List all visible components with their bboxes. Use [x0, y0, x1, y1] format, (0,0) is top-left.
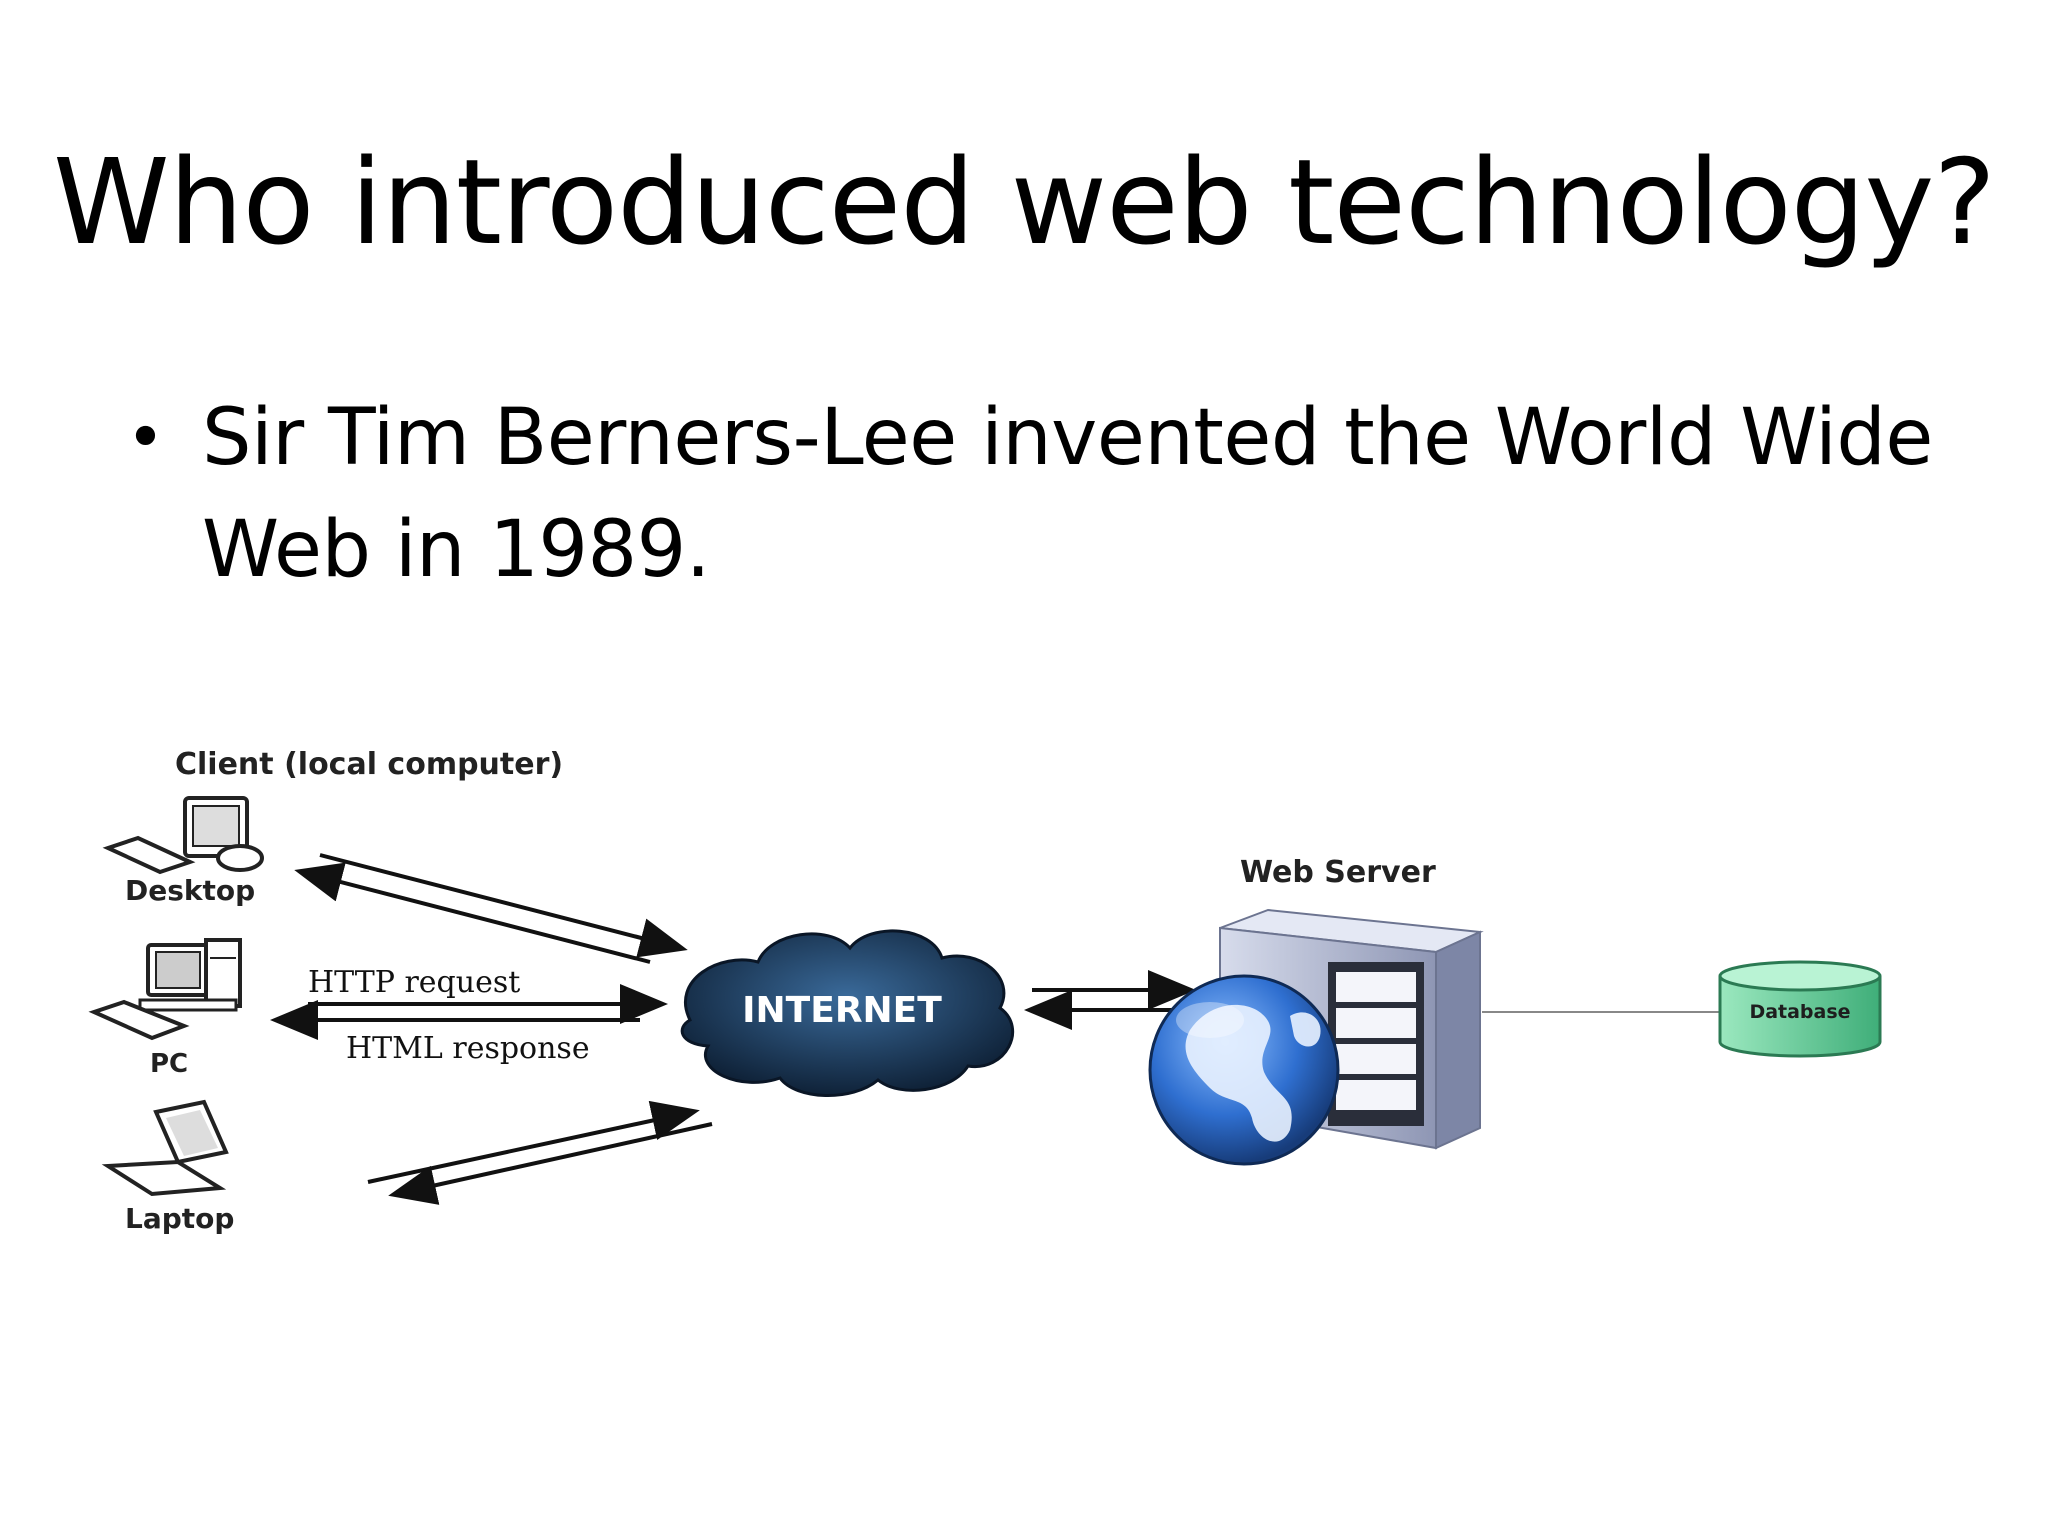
bullet-item: • Sir Tim Berners-Lee invented the World… — [120, 382, 1940, 606]
client-label: Client (local computer) — [175, 747, 563, 782]
cloud-icon — [680, 929, 1015, 1097]
bullet-text: Sir Tim Berners-Lee invented the World W… — [202, 393, 1933, 595]
http-request-label: HTTP request — [308, 965, 520, 1000]
pc-icon — [88, 938, 242, 1041]
bullet-list: • Sir Tim Berners-Lee invented the World… — [120, 382, 1940, 606]
pc-label: PC — [150, 1049, 188, 1079]
laptop-label: Laptop — [125, 1202, 234, 1235]
slide-title: Who introduced web technology? — [52, 133, 1996, 271]
html-response-label: HTML response — [346, 1031, 590, 1066]
web-architecture-diagram: Client (local computer) Desktop PC — [80, 700, 1940, 1260]
desktop-icon — [102, 796, 264, 875]
desktop-arrows — [294, 853, 688, 964]
globe-icon — [1148, 974, 1340, 1166]
desktop-label: Desktop — [125, 874, 255, 907]
laptop-arrows — [367, 1100, 713, 1205]
bullet-dot-icon: • — [126, 399, 165, 476]
database-icon — [1718, 960, 1882, 1058]
internet-label: INTERNET — [742, 990, 942, 1031]
laptop-icon — [101, 1099, 229, 1197]
web-server-label: Web Server — [1240, 855, 1436, 890]
database-label: Database — [1749, 1001, 1850, 1023]
